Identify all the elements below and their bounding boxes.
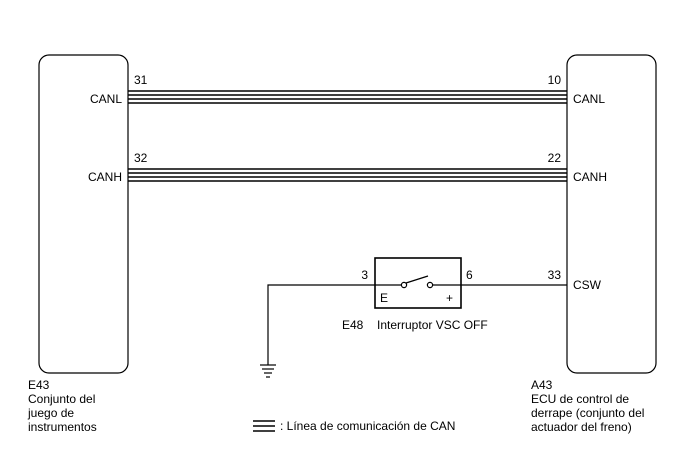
right-signal-csw: CSW	[573, 278, 602, 292]
right-signal-canh: CANH	[573, 170, 607, 184]
left-ecu-caption: E43 Conjunto del juego de instrumentos	[28, 378, 97, 434]
left-ecu-code: E43	[28, 378, 50, 392]
switch-pin-left: 3	[361, 268, 368, 282]
right-ecu-name-line: ECU de control de	[531, 392, 630, 406]
switch-terminal-plus: +	[446, 291, 453, 305]
canh-bus-wire	[128, 168, 567, 182]
right-ecu-name-line: actuador del freno)	[531, 420, 632, 434]
canl-bus-wire	[128, 90, 567, 104]
left-ecu-name-line: Conjunto del	[28, 392, 96, 406]
left-signal-canl: CANL	[90, 92, 122, 106]
left-ecu-box	[38, 54, 129, 374]
switch-pin-right: 6	[466, 268, 473, 282]
switch-code: E48	[342, 318, 364, 332]
left-pin-canh: 32	[134, 151, 148, 165]
left-pin-canl: 31	[134, 73, 148, 87]
right-ecu-caption: A43 ECU de control de derrape (conjunto …	[531, 378, 644, 434]
can-line-legend-icon	[253, 420, 275, 432]
left-ecu-name-line: instrumentos	[28, 420, 97, 434]
ground-wire	[267, 284, 375, 365]
right-signal-canl: CANL	[573, 92, 605, 106]
switch-terminal-e: E	[380, 291, 388, 305]
ground-icon	[260, 364, 276, 378]
right-pin-csw: 33	[548, 268, 562, 282]
right-pin-canh: 22	[548, 151, 562, 165]
right-ecu-name-line: derrape (conjunto del	[531, 406, 645, 420]
switch-name: Interruptor VSC OFF	[377, 318, 488, 332]
switch-contact-icon	[375, 275, 461, 289]
switch-box	[374, 257, 462, 309]
right-ecu-code: A43	[531, 378, 553, 392]
left-signal-canh: CANH	[88, 170, 122, 184]
legend-text: : Línea de comunicación de CAN	[280, 419, 456, 433]
right-pin-canl: 10	[548, 73, 562, 87]
left-ecu-name-line: juego de	[28, 406, 75, 420]
right-ecu-box	[566, 54, 657, 374]
